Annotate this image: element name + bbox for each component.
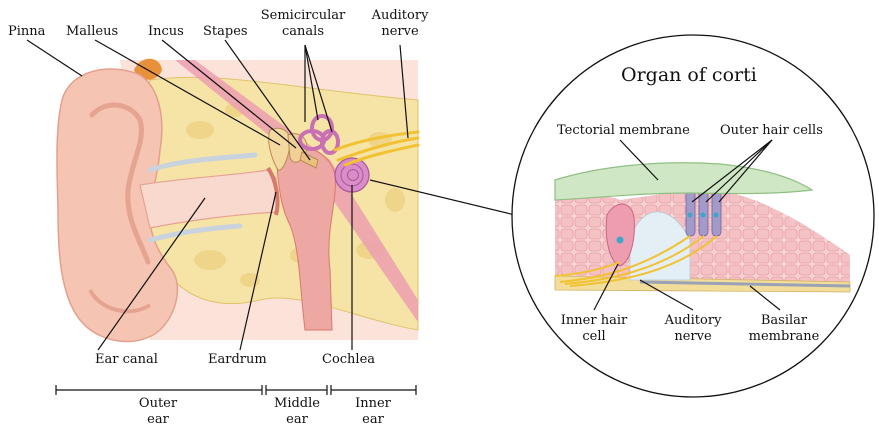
label-eardrum: Eardrum — [208, 352, 267, 367]
label-stapes: Stapes — [203, 24, 248, 39]
corti-title: Organ of corti — [621, 64, 757, 86]
label-pinna: Pinna — [8, 24, 45, 39]
label-inner-hair-cell-line2: cell — [582, 329, 605, 344]
label-corti-auditory-nerve-line2: nerve — [674, 329, 711, 344]
section-brackets — [56, 385, 416, 395]
label-corti-auditory-nerve-line1: Auditory — [665, 313, 722, 328]
section-middle-line1: Middle — [274, 396, 320, 411]
label-basilar-membrane-line1: Basilar — [761, 313, 807, 328]
section-middle-line2: ear — [286, 412, 308, 427]
section-inner-line2: ear — [362, 412, 384, 427]
label-auditory-nerve-line1: Auditory — [372, 8, 429, 23]
label-tectorial-membrane: Tectorial membrane — [557, 123, 690, 138]
label-semicircular-line1: Semicircular — [261, 8, 346, 23]
outer-hair-cells-shape — [686, 190, 721, 236]
label-malleus: Malleus — [66, 24, 118, 39]
section-outer-line1: Outer — [139, 396, 177, 411]
label-semicircular-line2: canals — [282, 24, 324, 39]
section-inner-line1: Inner — [355, 396, 391, 411]
inner-hair-cell-nucleus — [617, 237, 624, 244]
label-ear-canal: Ear canal — [95, 352, 158, 367]
label-inner-hair-cell-line1: Inner hair — [561, 313, 627, 328]
label-incus: Incus — [148, 24, 184, 39]
label-outer-hair-cells: Outer hair cells — [720, 123, 823, 138]
label-basilar-membrane-line2: membrane — [749, 329, 820, 344]
section-outer-line2: ear — [147, 412, 169, 427]
label-cochlea: Cochlea — [322, 352, 375, 367]
label-auditory-nerve-line2: nerve — [381, 24, 418, 39]
